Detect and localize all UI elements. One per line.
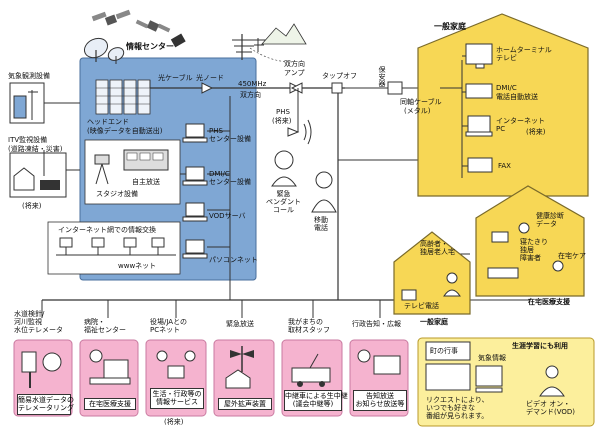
pc-net-pc-icon — [182, 239, 208, 259]
broadcast-van-icon — [291, 353, 331, 387]
optical-cable-label: 光ケーブル — [158, 74, 193, 82]
service-2-caption: 在宅医療支援 — [84, 398, 136, 411]
satellite-icon-2 — [135, 19, 171, 33]
service-1-top: 水道検針/ 河川監視 水位テレメータ — [14, 310, 63, 335]
internet-box — [47, 221, 181, 275]
service-5-top: 我がまちの 取材スタッフ — [288, 318, 330, 335]
dmi-label: DMI/C — [496, 84, 517, 92]
lifelong-desc: リクエストにより、 いつでも好きな 番組が見られます。 — [426, 396, 489, 421]
dmi-center-pc-icon — [182, 166, 208, 186]
studio-console-icon — [123, 149, 169, 171]
headend-racks-icon — [95, 79, 151, 115]
service-3-top: 役場/JAとの PCネット — [150, 318, 188, 335]
mobile-phone-label: 移動 電話 — [314, 216, 328, 233]
internet-exchange-label: インターネット網での情報交換 — [58, 226, 156, 234]
studio-camera-icon — [94, 154, 110, 185]
tap-off-icon — [331, 82, 343, 94]
weather-label: 気象観測設備 — [8, 72, 50, 80]
lifelong-title: 生涯学習にも利用 — [512, 342, 568, 350]
headend-desc: (映像データを自動送出) — [87, 127, 163, 135]
self-broadcast-label: 自主放送 — [132, 178, 160, 186]
water-meter-icon — [21, 351, 62, 388]
home-care-label: 在宅ケア — [558, 252, 586, 260]
phs-center-pc-icon — [182, 123, 208, 143]
vod-server-pc-icon — [182, 202, 208, 222]
service-2-top: 病院・ 福祉センター — [84, 318, 126, 335]
today-events-label: 町の行事 — [430, 347, 458, 355]
internet-pc-icons — [56, 237, 176, 256]
phs-label: PHS — [276, 108, 290, 116]
emergency-person-icon — [271, 150, 297, 187]
service-4-top: 緊急放送 — [226, 320, 254, 328]
hospital-staff-icon — [89, 349, 131, 385]
weather-info-label: 気象情報 — [478, 354, 506, 362]
home-house-shape — [417, 13, 589, 197]
coax-label: 同軸ケーブル — [400, 98, 442, 106]
service-6-caption: 告知放送 お知らせ放送等 — [353, 390, 407, 411]
info-center-title: 情報センター — [126, 42, 174, 51]
internet-pc-future-label: (将来) — [526, 128, 546, 136]
bidir-amp-label: 双方向 — [284, 60, 305, 68]
protector-icon — [387, 81, 403, 95]
tv-antenna-icon — [232, 34, 266, 60]
fax-label: FAX — [498, 162, 511, 170]
satellite-icon-1 — [91, 9, 131, 26]
emergency-pendant-label: 緊急 ペンダント コール — [266, 190, 301, 215]
vod-server-label: VODサーバ — [209, 212, 246, 220]
parabolic-antenna-icon — [83, 37, 125, 64]
home-pc-icon — [462, 115, 493, 137]
protector-label: 保安器 — [378, 66, 387, 87]
bidir-amp-icon-2 — [290, 82, 303, 94]
mobile-person-icon — [311, 171, 337, 213]
optical-node-label: 光ノード — [196, 74, 224, 82]
headend-label: ヘッドエンド — [87, 118, 129, 126]
mountain-icon — [261, 23, 307, 45]
health-data-label: 健康診断 データ — [536, 212, 564, 229]
freq-label: 450MHz — [238, 80, 267, 88]
home-terminal-label: ホームターミナル テレビ — [496, 46, 552, 63]
bidirectional-label: 双方向 — [240, 91, 261, 99]
tv-phone-label: テレビ電話 — [404, 302, 439, 310]
loudspeaker-icon — [225, 346, 254, 389]
phs-future-label: (将来) — [272, 117, 292, 125]
home-phone-icon — [462, 83, 493, 99]
office-workers-icon — [156, 350, 196, 379]
home-care-support-label: 在宅医療支援 — [528, 298, 570, 306]
dmi-sub-label: 電話自動放送 — [496, 93, 538, 101]
phs-antenna-icon — [287, 88, 312, 145]
elderly-home-label: 高齢者・ 独居老人宅 — [420, 240, 455, 257]
home-tv-icon — [462, 43, 493, 69]
ippan-katei-label: 一般家庭 — [420, 318, 448, 326]
itv-future-label: (将来) — [22, 202, 42, 210]
announcement-tv-icon — [357, 349, 401, 375]
bidir-amp-label-2: アンプ — [284, 69, 305, 77]
bedridden-label: 寝たきり 独居 障害者 — [520, 238, 548, 263]
pc-net-label: パソコンネット — [209, 256, 258, 264]
vod-label: ビデオ オン・ デマンド(VOD) — [526, 400, 576, 417]
dmi-center-label: DMI/C センター設備 — [209, 170, 251, 187]
service-3-caption: 生活・行政等の 情報サービス — [150, 388, 204, 409]
service-5-caption: 中継車による生中継 (議会中継等) — [284, 390, 348, 411]
phs-center-label: PHS センター設備 — [209, 127, 251, 144]
studio-label: スタジオ設備 — [96, 190, 138, 198]
www-net-label: wwwネット — [118, 262, 157, 270]
tap-off-label: タップオフ — [322, 72, 357, 80]
service-1-caption: 簡易水道データの テレメータリング — [17, 394, 74, 415]
service-4-caption: 屋外拡声装置 — [218, 398, 272, 411]
internet-pc-label: インターネット PC — [496, 117, 545, 134]
itv-sub-label: (道路凍結・災害) — [8, 145, 63, 153]
itv-label: ITV監視設備 — [8, 136, 48, 144]
optical-node-amp-icon — [201, 82, 214, 94]
home-fax-icon — [462, 157, 493, 173]
home-title: 一般家庭 — [434, 22, 466, 31]
coax-sub-label: (メタル) — [404, 107, 431, 115]
service-6-top: 行政告知・広報 — [352, 320, 401, 328]
service-3-future: (将来) — [164, 418, 184, 426]
satellite-icon-3 — [170, 33, 186, 48]
